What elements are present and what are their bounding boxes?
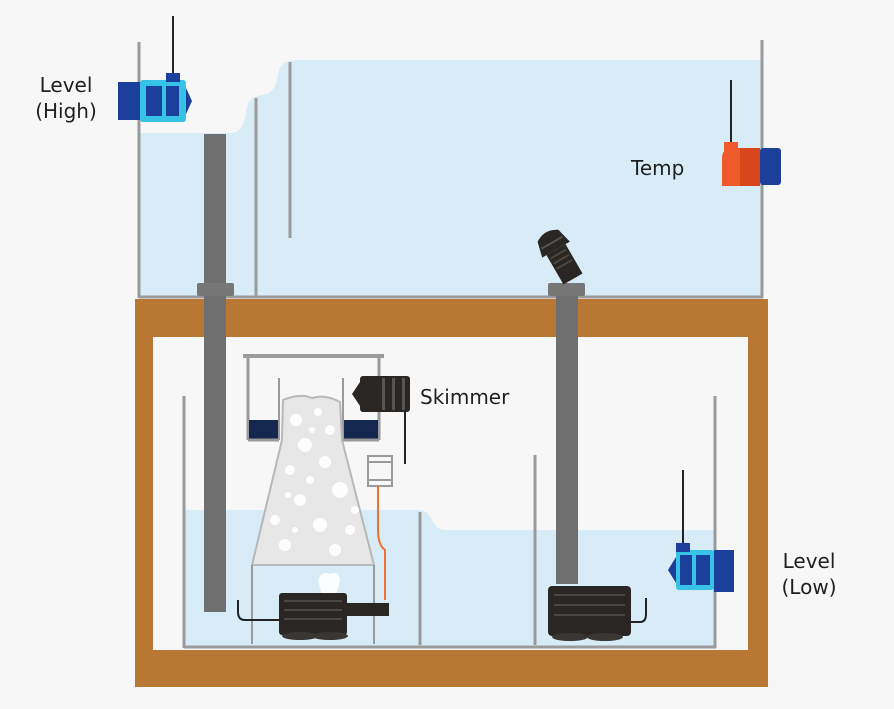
drain-pipe	[197, 134, 234, 612]
return-pump-icon	[548, 586, 647, 641]
skimmer-pump-icon	[237, 593, 389, 640]
level-low-sensor-icon	[668, 470, 734, 592]
level-high-label-line-1: Level	[39, 73, 93, 97]
skimmer-cable	[377, 486, 386, 600]
temperature-probe-icon	[722, 80, 781, 186]
level-high-label-line-2: (High)	[35, 99, 97, 123]
temp-label: Temp	[631, 156, 685, 180]
skimmer-controller-icon	[352, 376, 410, 464]
level-low-label: Level (Low)	[764, 548, 854, 600]
display-tank	[137, 40, 764, 299]
level-low-label-line-2: (Low)	[781, 575, 837, 599]
skimmer-valve-icon	[367, 455, 393, 487]
level-high-sensor-icon	[118, 16, 192, 122]
return-pipe	[548, 283, 585, 584]
level-high-label: Level (High)	[14, 72, 118, 124]
wavemaker-pump-icon	[537, 229, 583, 285]
display-tank-water	[140, 60, 762, 297]
level-low-label-line-1: Level	[782, 549, 836, 573]
skimmer-label: Skimmer	[420, 385, 510, 409]
protein-skimmer	[243, 354, 410, 644]
